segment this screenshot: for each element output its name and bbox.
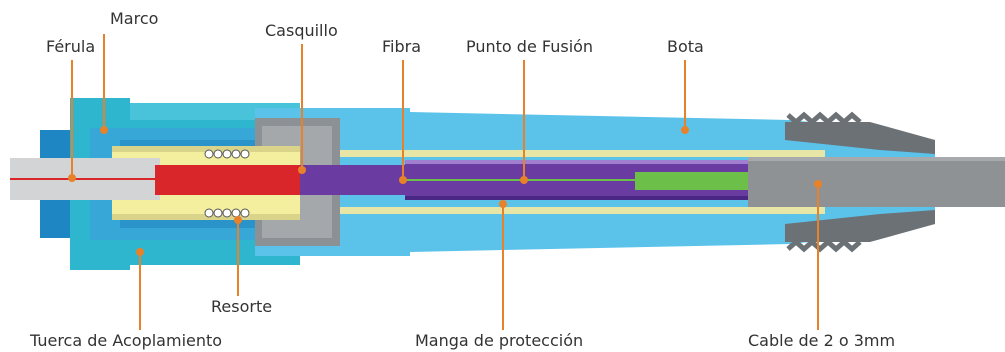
- cable-shape: [748, 157, 1005, 207]
- label-coupling-nut: Tuerca de Acoplamiento: [29, 331, 222, 350]
- ferrule-shape: [10, 158, 160, 200]
- fiber-assembly-shape: [155, 160, 750, 200]
- label-boot: Bota: [667, 37, 704, 56]
- label-cable: Cable de 2 o 3mm: [748, 331, 895, 350]
- leader-dots: [68, 126, 822, 256]
- label-frame: Marco: [110, 9, 158, 28]
- label-fiber: Fibra: [382, 37, 421, 56]
- label-bushing: Casquillo: [265, 21, 338, 40]
- spring-shape: [204, 149, 250, 218]
- label-spring: Resorte: [211, 297, 272, 316]
- label-fusion-point: Punto de Fusión: [466, 37, 593, 56]
- boot-threads-shape: [785, 111, 935, 253]
- label-protection-sleeve: Manga de protección: [415, 331, 583, 350]
- label-ferrule: Férula: [46, 37, 95, 56]
- leader-lines: [71, 34, 819, 330]
